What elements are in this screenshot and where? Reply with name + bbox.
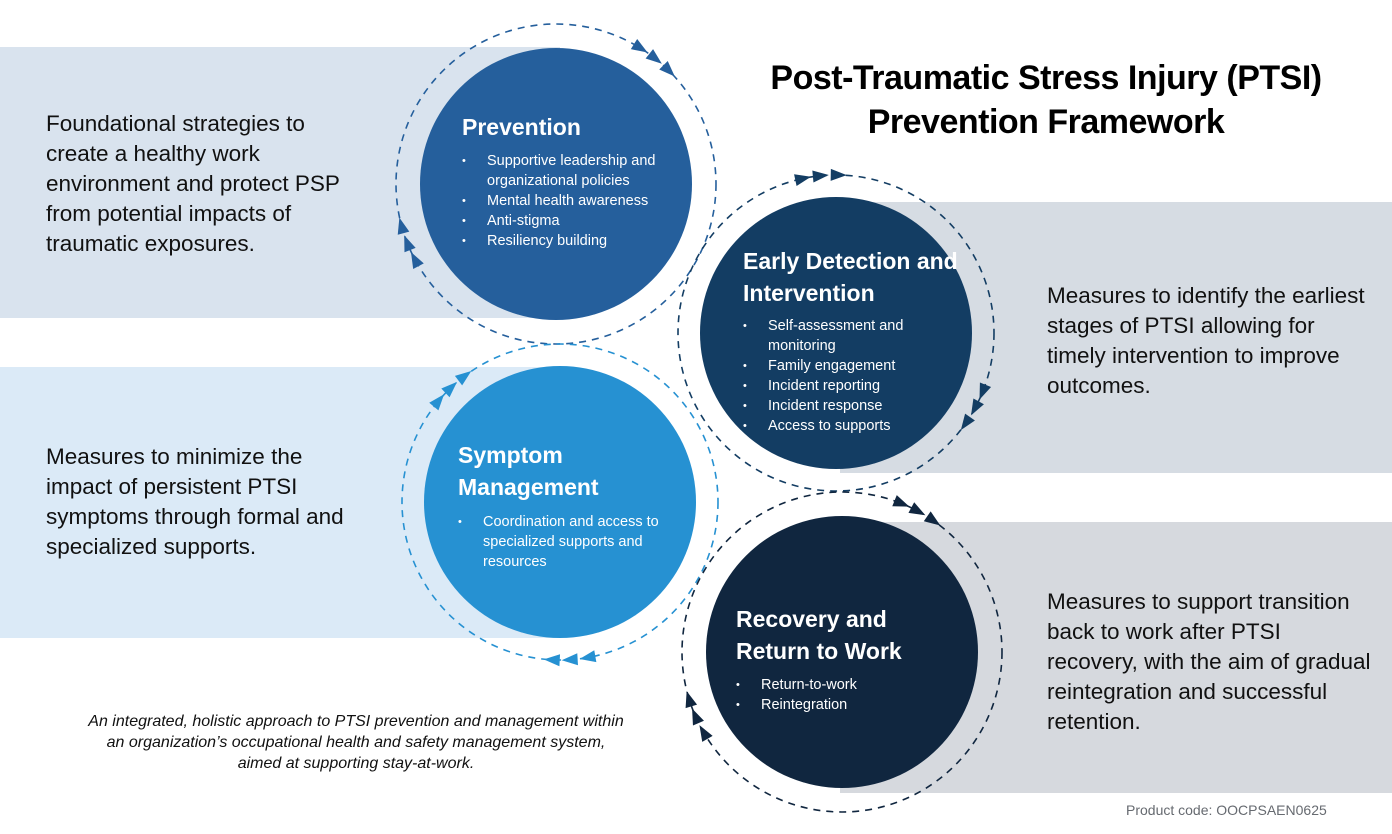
recovery-title: Recovery and Return to Work	[736, 606, 902, 664]
title-line-2: Prevention Framework	[867, 103, 1225, 141]
prevention-title: Prevention	[462, 114, 581, 140]
prevention-ring	[395, 23, 717, 345]
recovery-arrow-top-icon	[923, 511, 941, 526]
early-detection-arrow-top-icon	[830, 168, 847, 181]
prevention-arrow-left-icon	[404, 235, 416, 253]
recovery-arrow-left-icon	[699, 725, 713, 742]
list-item: Incident response	[743, 396, 943, 416]
prevention-circle: Prevention Supportive leadership and org…	[420, 48, 692, 320]
list-item: Coordination and access to specialized s…	[458, 512, 663, 572]
symptom-management-circle: Symptom Management Coordination and acce…	[424, 366, 696, 638]
recovery-description: Measures to support transition back to w…	[1047, 589, 1371, 734]
list-item: Reintegration	[736, 695, 936, 715]
page-title: Post-Traumatic Stress Injury (PTSI) Prev…	[726, 56, 1366, 144]
list-item: Return-to-work	[736, 675, 936, 695]
symptom-management-list: Coordination and access to specialized s…	[458, 512, 663, 572]
symptom-management-title: Symptom Management	[458, 442, 599, 500]
list-item: Access to supports	[743, 416, 943, 436]
early-detection-circle: Early Detection and Intervention Self-as…	[700, 197, 972, 469]
recovery-arrow-top-icon	[908, 502, 926, 516]
early-detection-title: Early Detection and Intervention	[743, 248, 958, 306]
early-detection-list: Self-assessment and monitoring Family en…	[743, 316, 943, 436]
list-item: Mental health awareness	[462, 191, 677, 211]
early-detection-description: Measures to identify the earliest stages…	[1047, 283, 1365, 398]
prevention-arrow-left-icon	[410, 252, 424, 269]
symptom-arrow-bottom-icon	[561, 653, 578, 666]
title-line-1: Post-Traumatic Stress Injury (PTSI)	[770, 59, 1322, 97]
recovery-list: Return-to-work Reintegration	[736, 675, 936, 715]
symptom-arrow-left-icon	[441, 381, 458, 398]
list-item: Incident reporting	[743, 376, 943, 396]
list-item: Resiliency building	[462, 231, 677, 251]
list-item: Supportive leadership and organizational…	[462, 151, 677, 191]
prevention-arrow-top-icon	[645, 49, 662, 64]
framework-footnote: An integrated, holistic approach to PTSI…	[88, 713, 624, 772]
recovery-arrow-left-icon	[692, 708, 704, 726]
symptom-arrow-bottom-icon	[543, 654, 561, 667]
list-item: Family engagement	[743, 356, 943, 376]
prevention-arrow-left-icon	[397, 217, 410, 235]
recovery-arrow-left-icon	[685, 691, 698, 709]
early-detection-arrow-right-icon	[979, 382, 992, 400]
early-detection-arrow-right-icon	[960, 413, 975, 431]
prevention-arrow-top-icon	[659, 60, 675, 77]
prevention-arrow-top-icon	[630, 38, 648, 53]
early-detection-arrow-top-icon	[812, 170, 829, 183]
prevention-description: Foundational strategies to create a heal…	[46, 111, 340, 256]
symptom-arrow-left-icon	[429, 394, 445, 411]
symptom-management-ring	[401, 343, 719, 661]
symptom-management-description: Measures to minimize the impact of persi…	[46, 444, 344, 559]
list-item: Self-assessment and monitoring	[743, 316, 943, 356]
recovery-circle: Recovery and Return to Work Return-to-wo…	[706, 516, 978, 788]
symptom-arrow-left-icon	[454, 371, 472, 386]
product-code: Product code: OOCPSAEN0625	[1126, 802, 1327, 818]
list-item: Anti-stigma	[462, 211, 677, 231]
early-detection-arrow-right-icon	[971, 398, 984, 416]
prevention-list: Supportive leadership and organizational…	[462, 151, 677, 251]
early-detection-arrow-top-icon	[794, 174, 811, 186]
symptom-arrow-bottom-icon	[579, 650, 597, 663]
recovery-arrow-top-icon	[892, 495, 910, 507]
recovery-ring	[681, 491, 1003, 813]
